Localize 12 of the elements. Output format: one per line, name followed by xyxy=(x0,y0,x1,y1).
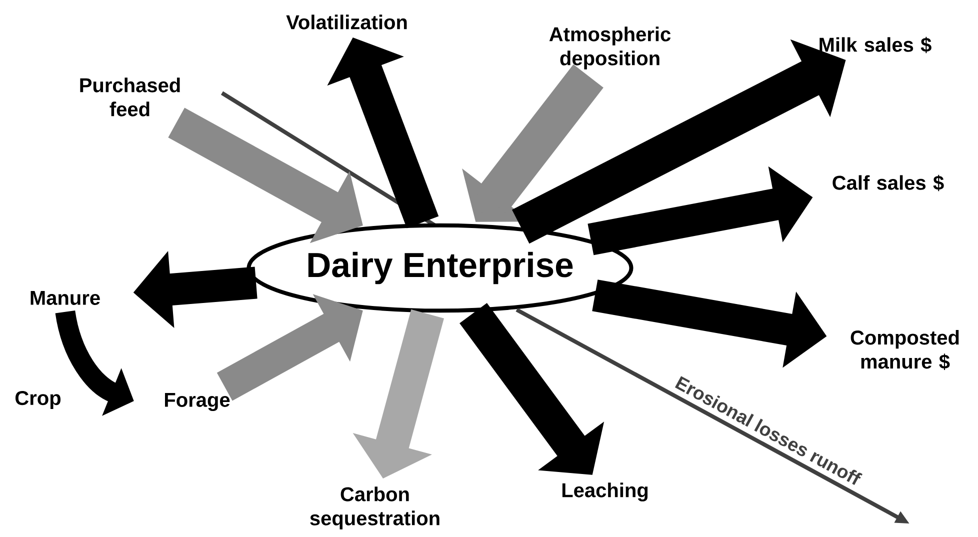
ellipse-node: Dairy Enterprise xyxy=(246,223,634,313)
flow-label: Composted manure $ xyxy=(850,330,959,370)
flow-label: Manure xyxy=(30,291,100,305)
flow-label: Calf sales $ xyxy=(832,174,944,192)
flow-label: Purchased feed xyxy=(80,78,180,116)
flow-label: Volatilization xyxy=(286,14,407,30)
flow-label: Forage xyxy=(165,393,230,412)
text-label: Crop xyxy=(16,390,60,410)
flow-label: Leaching xyxy=(562,482,648,502)
flow-label: Atmospheric deposition xyxy=(549,26,671,70)
flow-label: Carbon sequestration xyxy=(310,486,440,530)
flow-label: Milk sales $ xyxy=(820,36,932,54)
